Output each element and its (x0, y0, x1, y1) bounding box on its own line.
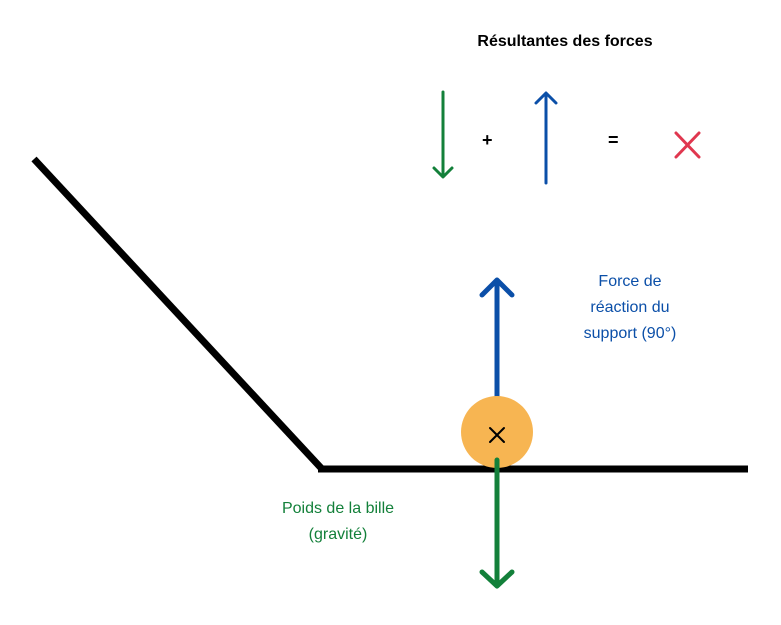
reaction-label-line-1: Force de (598, 273, 662, 290)
ball (461, 396, 533, 468)
reaction-label-line-3: support (90°) (583, 325, 677, 342)
incline-surface (31, 156, 325, 472)
reaction-force-label: Force de réaction du support (90°) (540, 269, 720, 347)
reaction-label-line-2: réaction du (590, 299, 670, 316)
reaction-force-arrow (479, 277, 515, 413)
equation-weight-arrow (432, 90, 454, 179)
weight-force-arrow (479, 457, 515, 589)
cross-icon (674, 131, 701, 159)
weight-label-line-2: (gravité) (308, 526, 368, 543)
equals-sign: = (608, 130, 619, 150)
weight-label-line-1: Poids de la bille (281, 500, 395, 517)
diagram-title: Résultantes des forces (477, 33, 653, 50)
ball-center-cross-icon (489, 427, 505, 443)
equation-reaction-arrow (534, 91, 558, 185)
weight-force-label: Poids de la bille (gravité) (248, 496, 428, 548)
plus-sign: + (482, 130, 493, 150)
